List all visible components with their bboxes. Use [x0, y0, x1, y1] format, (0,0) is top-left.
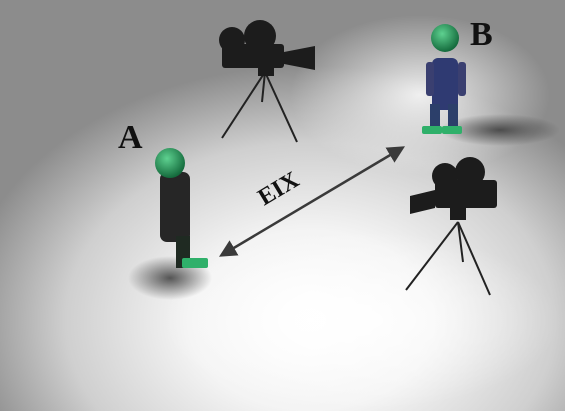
spotlight-b [290, 15, 550, 175]
label-b: B [470, 16, 493, 53]
label-a: A [118, 119, 143, 156]
figure-b-head [431, 24, 459, 52]
figure-a-head [155, 148, 185, 178]
spotlight-a [160, 230, 560, 410]
